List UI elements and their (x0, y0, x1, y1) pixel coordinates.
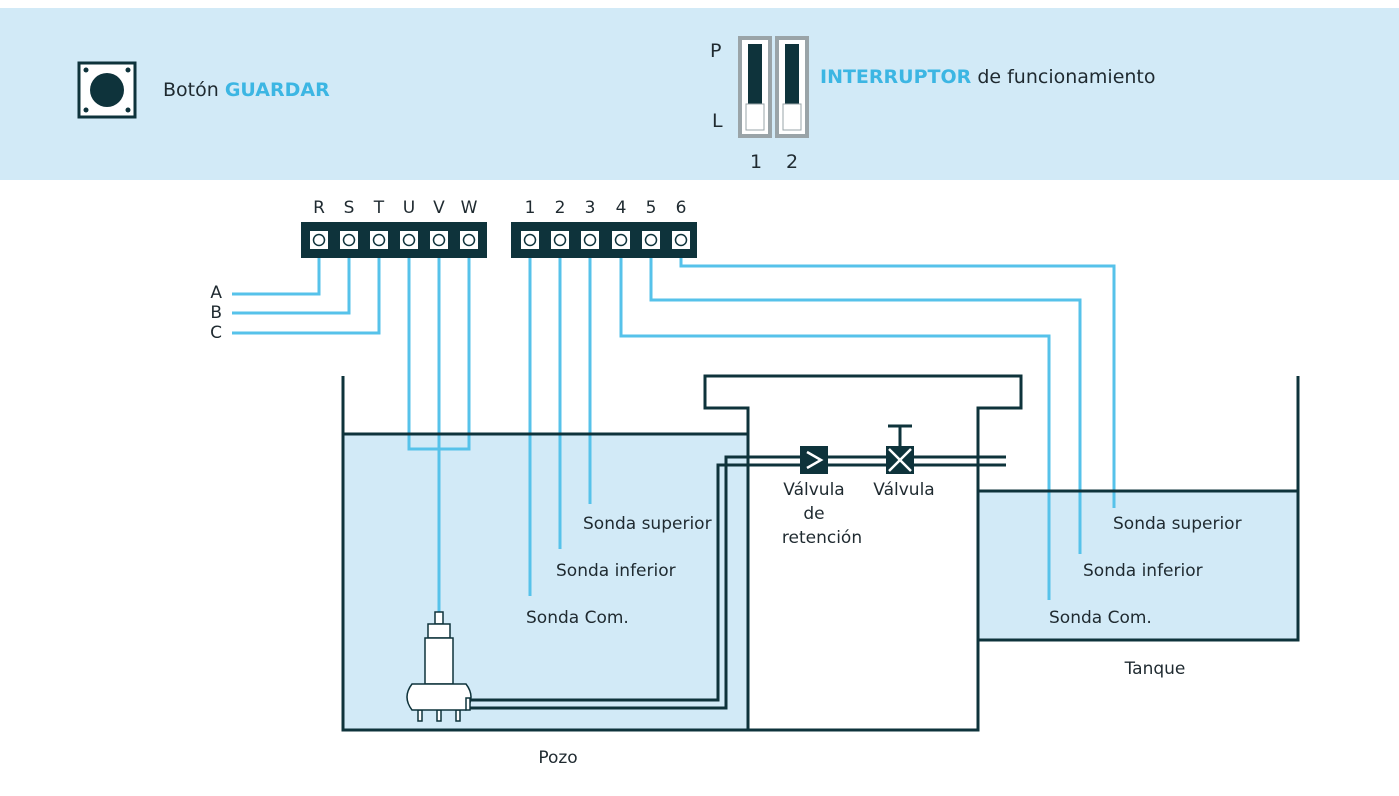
tank-walls (978, 376, 1300, 642)
well-label: Pozo (538, 748, 577, 768)
tank-probe-common-label: Sonda Com. (1049, 608, 1152, 628)
terminal-label-t: T (373, 198, 385, 218)
terminal-label-2: 2 (555, 198, 566, 218)
terminal-screw-6 (672, 231, 690, 249)
terminal-screw-w (460, 231, 478, 249)
terminal-screw-u (400, 231, 418, 249)
machine-housing (703, 374, 1023, 732)
terminal-label-3: 3 (585, 198, 596, 218)
well-water (343, 434, 748, 730)
gate-valve-icon (886, 424, 914, 474)
tank-water (978, 491, 1298, 640)
supply-label-a: A (210, 283, 222, 303)
terminal-screw-4 (612, 231, 630, 249)
probe-terminal-block (511, 222, 697, 258)
check-valve-label-line2: de (803, 504, 824, 524)
terminal-label-6: 6 (676, 198, 687, 218)
switch-number-1: 1 (750, 151, 762, 173)
terminal-screw-s (340, 231, 358, 249)
check-valve-label-line3: retención (782, 528, 862, 548)
terminal-screw-t (370, 231, 388, 249)
well-probe-upper-label: Sonda superior (583, 514, 712, 534)
terminal-label-v: V (433, 198, 445, 218)
submersible-pump-icon (406, 611, 472, 722)
terminal-screw-2 (551, 231, 569, 249)
save-button-label: Botón GUARDAR (163, 79, 330, 101)
well-walls (341, 376, 750, 732)
terminal-label-s: S (344, 198, 355, 218)
tank-label: Tanque (1124, 659, 1186, 679)
check-valve-label-line1: Válvula (783, 480, 844, 500)
gate-valve-label: Válvula (873, 480, 934, 500)
pipe-outer (467, 463, 800, 702)
terminal-screw-r (310, 231, 328, 249)
supply-label-b: B (210, 303, 222, 323)
terminal-label-1: 1 (525, 198, 536, 218)
well-probe-lower-label: Sonda inferior (556, 561, 676, 581)
tank-probe-wire-upper (679, 258, 1116, 508)
push-button-icon (77, 61, 137, 119)
supply-wire-a (232, 258, 321, 296)
terminal-screw-v (430, 231, 448, 249)
supply-label-c: C (210, 323, 222, 343)
pipe-inner (467, 455, 800, 710)
supply-wire-c (232, 258, 381, 335)
terminal-label-w: W (461, 198, 478, 218)
terminal-label-4: 4 (616, 198, 627, 218)
tank-probe-wire-com (619, 258, 1051, 600)
check-valve-icon (800, 446, 828, 474)
structures (341, 374, 1300, 732)
terminal-screw-5 (642, 231, 660, 249)
wires (232, 258, 1116, 612)
switch-number-2: 2 (786, 151, 798, 173)
switch-label-l: L (712, 110, 723, 132)
well-probe-common-label: Sonda Com. (526, 608, 629, 628)
header-band (0, 8, 1399, 180)
terminal-screw-3 (581, 231, 599, 249)
terminal-label-r: R (313, 198, 325, 218)
terminal-label-u: U (403, 198, 415, 218)
switch-label-p: P (710, 40, 721, 62)
dip-switch-2 (775, 36, 809, 138)
supply-wire-b (232, 258, 351, 315)
terminal-screw-1 (521, 231, 539, 249)
tank-probe-lower-label: Sonda inferior (1083, 561, 1203, 581)
power-terminal-block (301, 222, 487, 258)
switch-label: INTERRUPTOR de funcionamiento (820, 66, 1156, 88)
terminal-label-5: 5 (646, 198, 657, 218)
tank-probe-upper-label: Sonda superior (1113, 514, 1242, 534)
tank-probe-wire-lower (649, 258, 1082, 554)
dip-switch-1 (738, 36, 772, 138)
